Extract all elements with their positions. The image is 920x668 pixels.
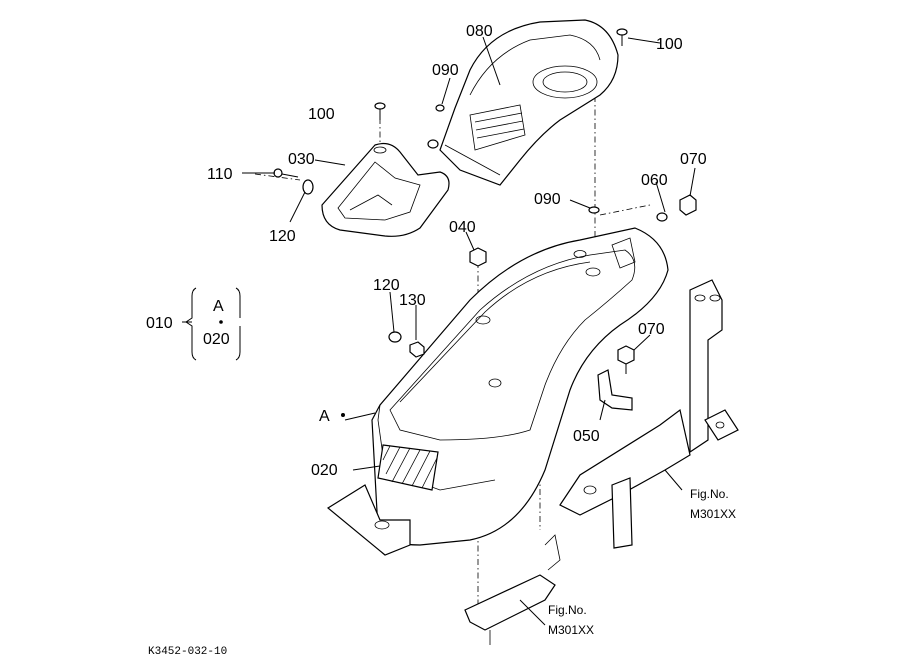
callout-070-mid: 070	[638, 321, 665, 338]
nut-130-icon	[409, 341, 425, 358]
callout-050: 050	[573, 428, 600, 445]
fig-ref-right-line1: Fig.No.	[690, 487, 729, 501]
fig-ref-bottom: Fig.No. M301XX	[519, 599, 594, 637]
callout-100-left: 100	[308, 106, 335, 123]
callout-110: 110	[207, 166, 233, 183]
callout-labels: 080 100 090 100 030 110 120 090 070 060 …	[146, 23, 707, 479]
leader-lines	[242, 36, 696, 491]
callout-040: 040	[449, 219, 476, 236]
fig-ref-bottom-line2: M301XX	[548, 623, 594, 637]
drawing-code: K3452-032-10	[148, 646, 227, 658]
cover-080	[439, 19, 619, 186]
clip-090-mid-icon	[588, 206, 600, 214]
bolt-070-top-icon	[679, 194, 697, 216]
fig-ref-right: Fig.No. M301XX	[690, 487, 736, 521]
callout-120-mid: 120	[373, 277, 400, 294]
callout-030: 030	[288, 151, 315, 168]
callout-020: 020	[311, 462, 338, 479]
floor-bracket	[326, 484, 411, 556]
bracket-050	[597, 369, 633, 411]
washer-120-mid-icon	[388, 331, 402, 343]
clip-090-top-icon	[427, 104, 445, 149]
group-label-a: A	[213, 298, 224, 315]
fasteners	[273, 28, 697, 374]
fender-body	[371, 227, 669, 546]
washer-120-left-icon	[302, 179, 314, 195]
callout-120-left: 120	[269, 228, 296, 245]
fig-ref-bottom-line1: Fig.No.	[548, 603, 587, 617]
screw-100-left-icon	[374, 102, 386, 120]
right-frame	[559, 279, 739, 549]
callout-100-top: 100	[656, 36, 683, 53]
ref-a-dot-icon	[341, 413, 345, 417]
assembly-group-bracket	[182, 287, 241, 361]
fig-ref-right-line2: M301XX	[690, 507, 736, 521]
callout-070-top: 070	[680, 151, 707, 168]
ref-label-a: A	[319, 408, 330, 425]
step-hatch	[382, 445, 438, 489]
group-label-020: 020	[203, 331, 230, 348]
washer-060-icon	[656, 212, 668, 222]
bolt-040-icon	[469, 247, 487, 267]
callout-010: 010	[146, 315, 173, 332]
cover-030	[321, 142, 450, 237]
bolt-110-icon	[273, 168, 299, 178]
callout-090-mid: 090	[534, 191, 561, 208]
callout-090-top: 090	[432, 62, 459, 79]
callout-130: 130	[399, 292, 426, 309]
callout-080: 080	[466, 23, 493, 40]
lower-frame	[464, 534, 561, 645]
screw-100-top-icon	[616, 28, 628, 46]
bolt-070-mid-icon	[617, 345, 635, 374]
callout-060: 060	[641, 172, 668, 189]
